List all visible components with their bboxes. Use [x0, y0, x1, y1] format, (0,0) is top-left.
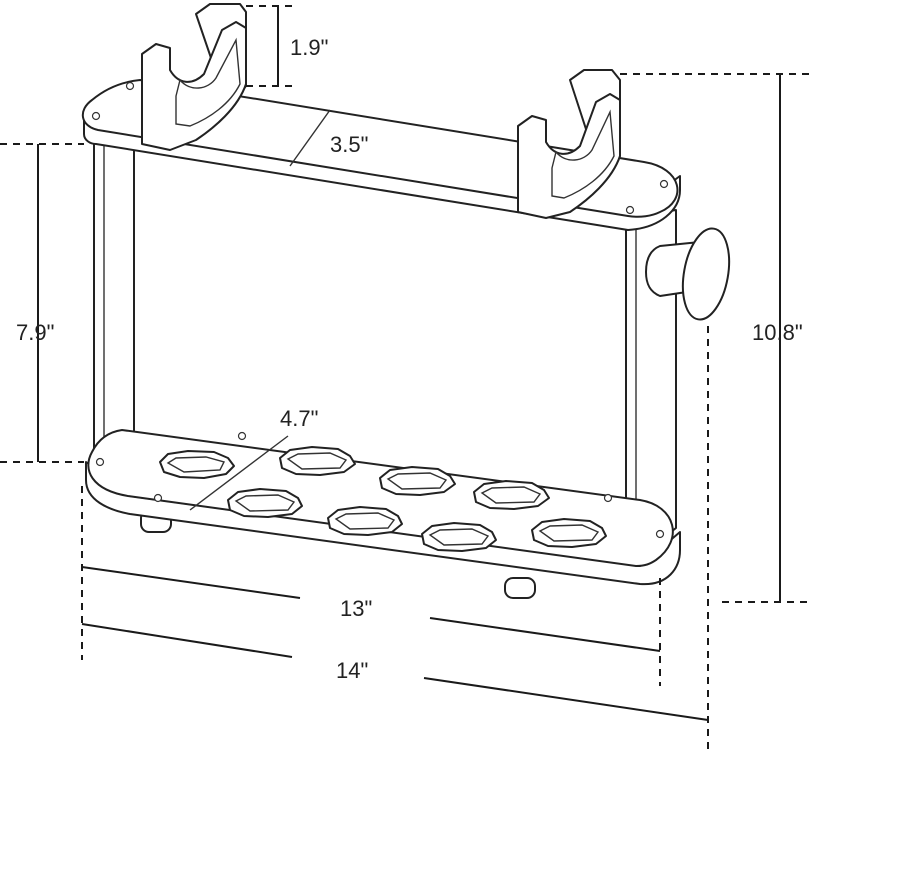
dim-total-height	[620, 73, 812, 603]
dim-post-height	[0, 143, 84, 463]
label-cradle-height: 1.9"	[290, 35, 328, 60]
dim-total-length	[81, 326, 709, 754]
side-knob	[645, 227, 731, 321]
dim-cradle-height	[246, 5, 292, 87]
bottle-hole	[531, 518, 607, 548]
label-base-width: 4.7"	[280, 406, 318, 431]
bottle-hole	[421, 522, 497, 552]
bottle-hole	[227, 488, 303, 518]
bottle-hole	[473, 480, 550, 510]
label-total-height: 10.8"	[752, 320, 803, 345]
bottle-hole	[327, 506, 403, 536]
bottle-hole	[279, 446, 356, 476]
left-post	[93, 139, 135, 463]
left-cradle	[141, 3, 247, 151]
label-post-height: 7.9"	[16, 320, 54, 345]
label-total-length: 14"	[336, 658, 368, 683]
right-cradle	[517, 69, 621, 219]
bottle-hole	[379, 466, 456, 496]
label-inner-length: 13"	[340, 596, 372, 621]
bottle-hole	[159, 450, 235, 479]
dim-inner-length	[81, 486, 661, 686]
label-top-width: 3.5"	[330, 132, 368, 157]
base-plate	[85, 429, 681, 599]
